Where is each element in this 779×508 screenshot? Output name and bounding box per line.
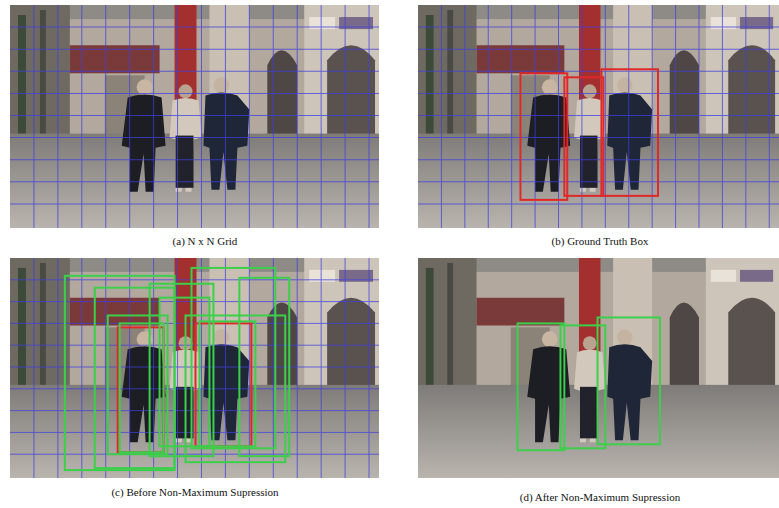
after-nms-panel: [418, 258, 779, 478]
panel-caption: (d) After Non-Maximum Supression: [518, 491, 682, 503]
panel-caption: (b) Ground Truth Box: [550, 235, 651, 247]
panel-caption: (a) N x N Grid: [171, 235, 240, 247]
ground-truth-panel: [418, 5, 779, 228]
before-nms-panel: [10, 258, 379, 478]
grid-panel: [10, 5, 379, 228]
panel-caption: (c) Before Non-Maximum Supression: [109, 486, 280, 498]
